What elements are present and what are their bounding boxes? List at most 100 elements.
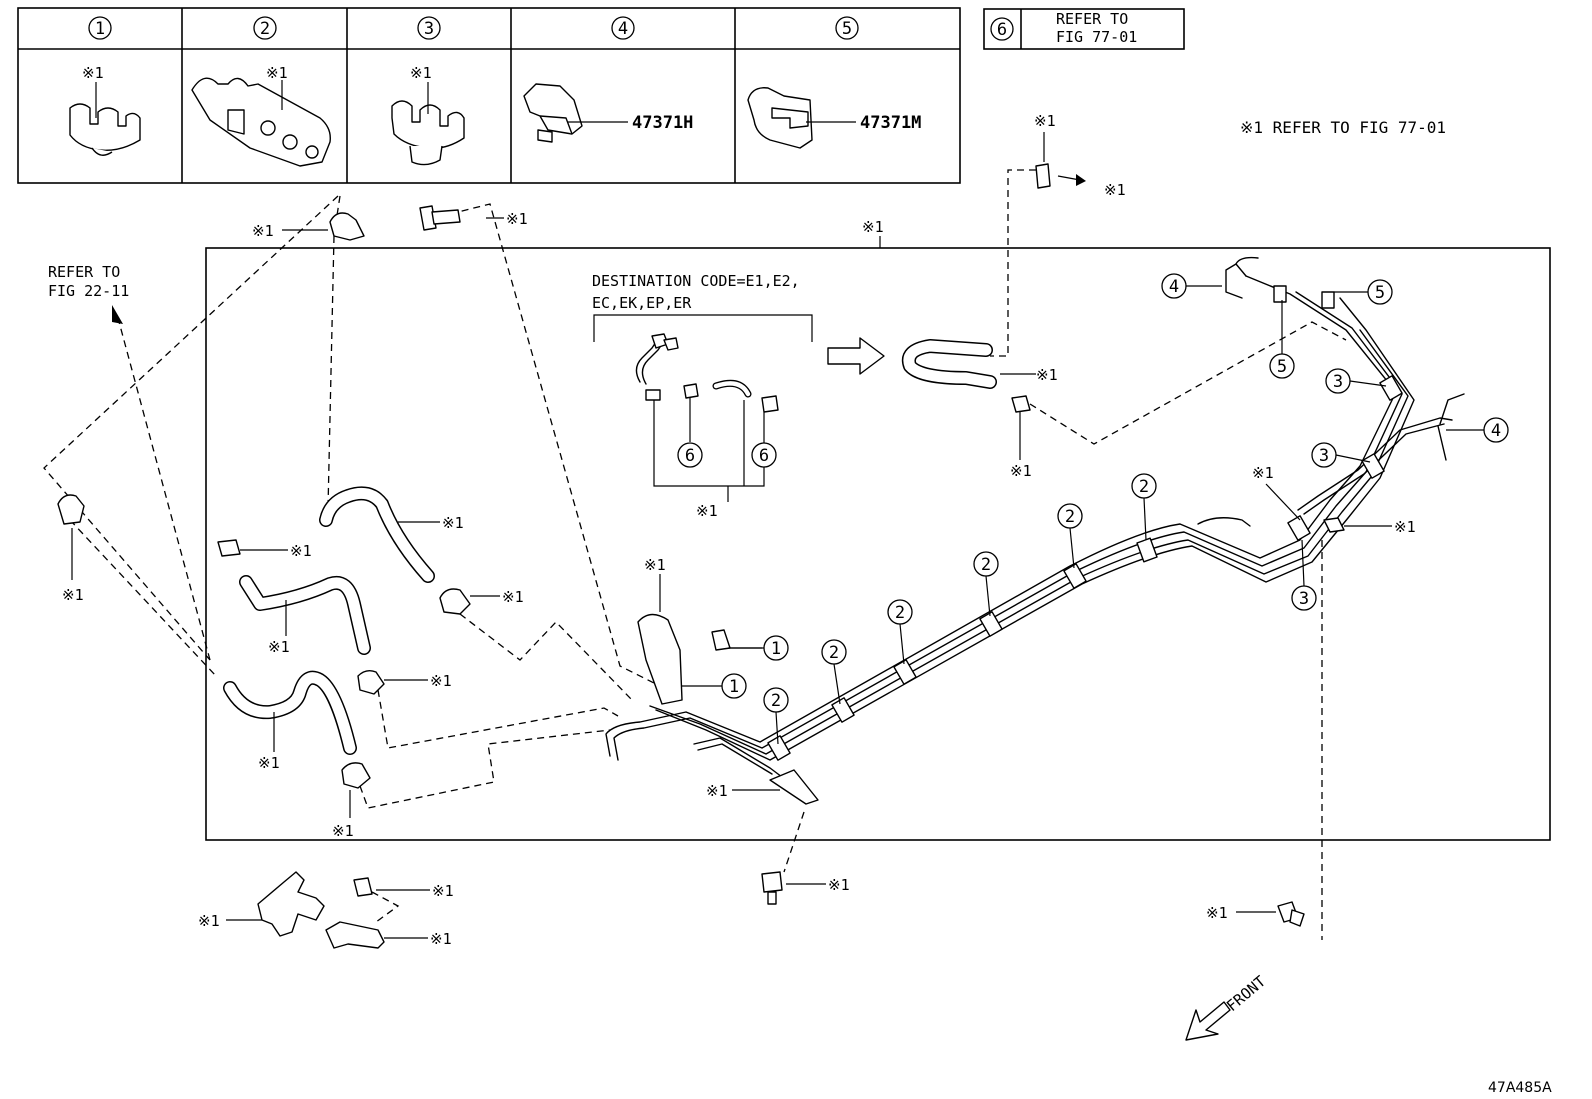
callout-6-b: 6 bbox=[751, 442, 777, 468]
svg-text:1: 1 bbox=[729, 677, 739, 697]
svg-text:3: 3 bbox=[1299, 589, 1309, 609]
callout-6-a: 6 bbox=[677, 442, 703, 468]
clamp-hose-4-ref: ※1 bbox=[332, 822, 354, 840]
svg-text:3: 3 bbox=[1333, 372, 1343, 392]
svg-text:3: 3 bbox=[1319, 446, 1329, 466]
legend-1-ref: ※1 bbox=[82, 64, 104, 82]
svg-text:4: 4 bbox=[1491, 421, 1501, 441]
clip-1-icon bbox=[69, 82, 141, 156]
legend-header-3: 3 bbox=[417, 16, 441, 40]
legend-header-5: 5 bbox=[835, 16, 859, 40]
callout-3-c: 3 bbox=[1325, 368, 1351, 394]
destination-code-group: DESTINATION CODE=E1,E2, EC,EK,EP,ER 6 6 … bbox=[592, 272, 813, 520]
callout-1-b: 1 bbox=[721, 673, 747, 699]
clamp-hose-1 bbox=[217, 539, 288, 557]
svg-text:4: 4 bbox=[1169, 277, 1179, 297]
legend-3-ref: ※1 bbox=[410, 64, 432, 82]
clip-2-icon bbox=[191, 77, 331, 167]
arrow-right-icon bbox=[827, 337, 885, 375]
callout-4-a: 4 bbox=[1161, 273, 1187, 299]
clip-3-icon bbox=[391, 82, 465, 166]
arrow-up-left-icon bbox=[112, 305, 211, 661]
legend-2-ref: ※1 bbox=[266, 64, 288, 82]
front-arrow-icon: FRONT bbox=[1185, 972, 1269, 1041]
clamp-left-edge bbox=[57, 494, 85, 580]
callout-3-a: 3 bbox=[1291, 585, 1317, 611]
clamp-top-arrow-ref: ※1 bbox=[1104, 181, 1126, 199]
bracket-lower-left-ref: ※1 bbox=[198, 912, 220, 930]
hose-left-3 bbox=[223, 670, 357, 755]
part-number-47371m: 47371M bbox=[860, 113, 921, 133]
callout-5-b: 5 bbox=[1269, 353, 1295, 379]
refer-fig-22-11-line2: FIG 22-11 bbox=[48, 282, 129, 300]
bracket-lower-small bbox=[325, 921, 428, 949]
clamp-hose-3-ref: ※1 bbox=[430, 672, 452, 690]
svg-text:2: 2 bbox=[260, 19, 270, 39]
svg-text:2: 2 bbox=[771, 691, 781, 711]
clamp-left-edge-ref: ※1 bbox=[62, 586, 84, 604]
refer-fig-22-11-line1: REFER TO bbox=[48, 263, 120, 281]
svg-text:2: 2 bbox=[1139, 477, 1149, 497]
item-6-refer-line2: FIG 77-01 bbox=[1056, 28, 1137, 46]
assembly-ref-mark: ※1 bbox=[862, 218, 884, 236]
svg-text:6: 6 bbox=[997, 20, 1007, 40]
callout-2-b: 2 bbox=[821, 639, 847, 665]
pipe-clips bbox=[767, 285, 1403, 761]
bracket-lower-left bbox=[226, 871, 325, 937]
svg-text:2: 2 bbox=[981, 555, 991, 575]
bracket-front bbox=[637, 574, 762, 705]
callout-1-a: 1 bbox=[763, 635, 789, 661]
callout-3-b: 3 bbox=[1311, 442, 1337, 468]
callout-4-b: 4 bbox=[1483, 417, 1509, 443]
hose-upper-ref: ※1 bbox=[1036, 366, 1058, 384]
clamp-hose-3 bbox=[357, 669, 428, 695]
part-number-47371h: 47371H bbox=[632, 113, 693, 133]
refer-fig-77-01-note: ※1 REFER TO FIG 77-01 bbox=[1240, 118, 1446, 137]
svg-text:5: 5 bbox=[842, 19, 852, 39]
callout-5-a: 5 bbox=[1367, 279, 1393, 305]
callout-2-f: 2 bbox=[1131, 473, 1157, 499]
bolt-upper-ref: ※1 bbox=[506, 210, 528, 228]
bolt-lower-left bbox=[353, 877, 430, 897]
legend-header-2: 2 bbox=[253, 16, 277, 40]
svg-text:1: 1 bbox=[95, 19, 105, 39]
svg-text:3: 3 bbox=[424, 19, 434, 39]
item-6-reference-box: 6 REFER TO FIG 77-01 bbox=[983, 8, 1185, 50]
destination-ref-mark: ※1 bbox=[696, 502, 718, 520]
svg-text:4: 4 bbox=[618, 19, 628, 39]
clip-4-icon bbox=[523, 83, 628, 143]
svg-text:5: 5 bbox=[1375, 283, 1385, 303]
hose-left-3-ref: ※1 bbox=[258, 754, 280, 772]
assembly-frame bbox=[205, 247, 1551, 841]
clamp-hose-4 bbox=[341, 762, 371, 818]
pipe-clip-right-ref: ※1 bbox=[1252, 464, 1274, 482]
clamp-top-right bbox=[1035, 163, 1086, 189]
hose-upper bbox=[902, 339, 1036, 413]
hose-left-2-ref: ※1 bbox=[268, 638, 290, 656]
hose-left-1 bbox=[319, 486, 435, 583]
hose-left-2 bbox=[239, 575, 371, 655]
legend-header-4: 4 bbox=[611, 16, 635, 40]
hose-clamp-ref: ※1 bbox=[1010, 462, 1032, 480]
brake-pipe-bundle bbox=[605, 256, 1465, 805]
bracket-right-ref: ※1 bbox=[1394, 518, 1416, 536]
svg-text:2: 2 bbox=[895, 603, 905, 623]
item-6-refer-line1: REFER TO bbox=[1056, 10, 1128, 28]
callout-2-c: 2 bbox=[887, 599, 913, 625]
svg-text:2: 2 bbox=[1065, 507, 1075, 527]
front-bracket-ref: ※1 bbox=[706, 782, 728, 800]
callout-2-d: 2 bbox=[973, 551, 999, 577]
clamp-top-ref: ※1 bbox=[1034, 112, 1056, 130]
bolt-lower-left-ref: ※1 bbox=[432, 882, 454, 900]
clip-5-icon bbox=[747, 87, 856, 149]
bracket-front-ref: ※1 bbox=[644, 556, 666, 574]
bolt-lower-center-ref: ※1 bbox=[828, 876, 850, 894]
legend-header-1: 1 bbox=[88, 16, 112, 40]
clamp-upper-left-ref: ※1 bbox=[252, 222, 274, 240]
clamp-upper-left bbox=[282, 212, 365, 241]
svg-text:1: 1 bbox=[771, 639, 781, 659]
callout-2-e: 2 bbox=[1057, 503, 1083, 529]
hose-left-1-ref: ※1 bbox=[442, 514, 464, 532]
svg-text:5: 5 bbox=[1277, 357, 1287, 377]
